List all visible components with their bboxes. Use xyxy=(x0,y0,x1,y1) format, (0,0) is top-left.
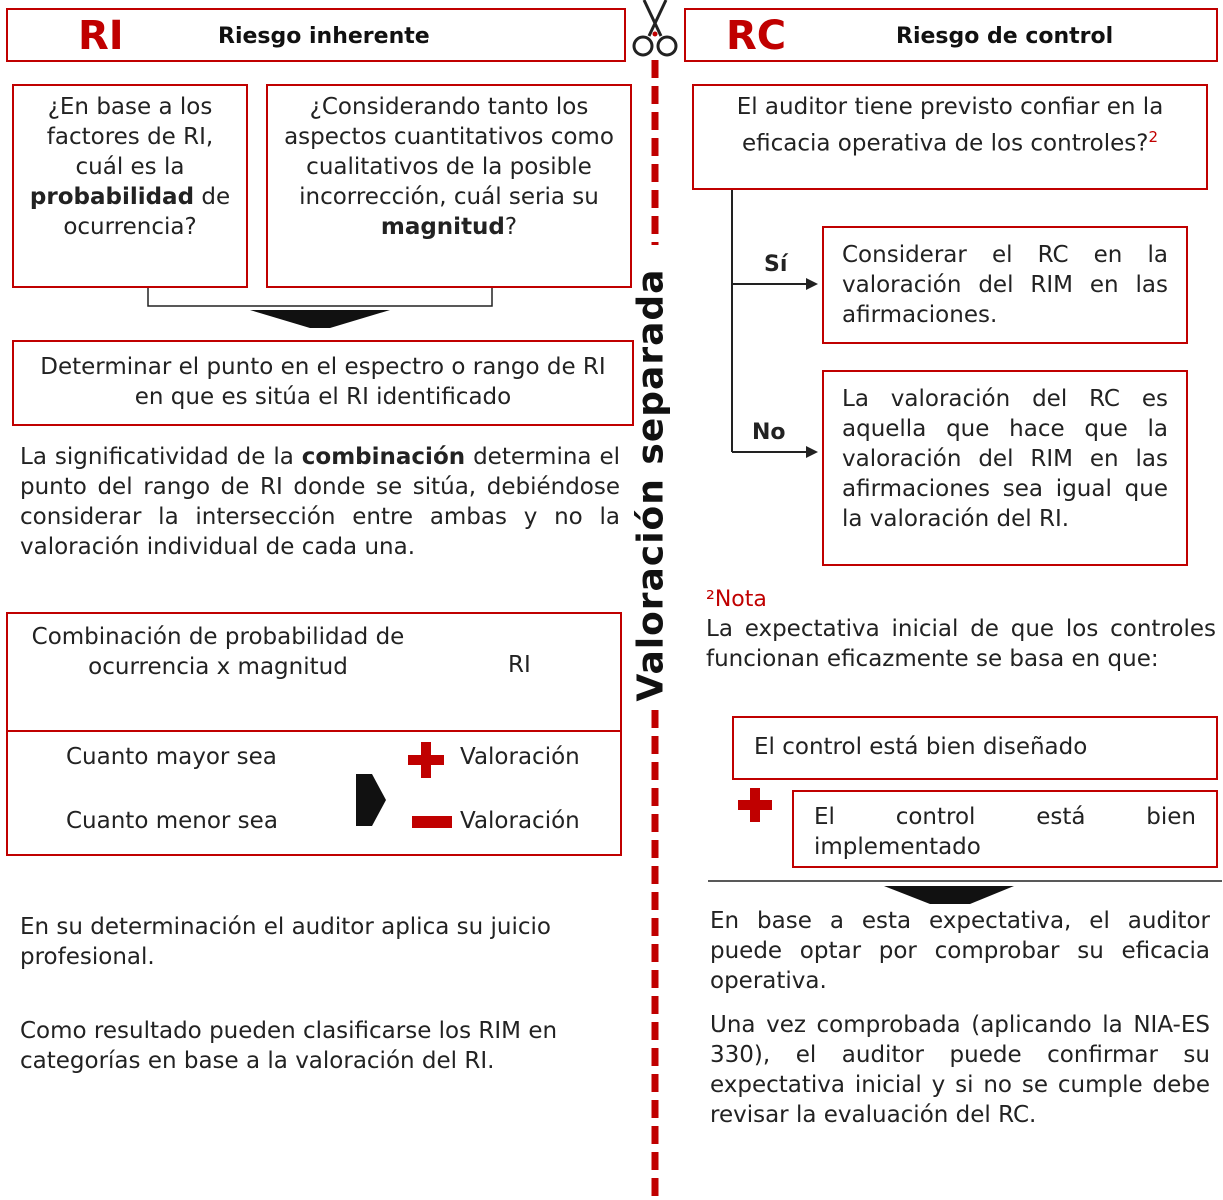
judgement-text: En su determinación el auditor aplica su… xyxy=(20,914,551,970)
minus-icon xyxy=(412,816,452,828)
table-divider xyxy=(8,730,620,732)
rc-abbr: RC xyxy=(726,13,787,59)
row1-right: Valoración xyxy=(460,744,580,770)
plus-icon xyxy=(408,742,444,778)
note-box-implemented: El control está bien implementado xyxy=(792,790,1218,868)
yes-box: Considerar el RC en la valoración del RI… xyxy=(822,226,1188,344)
ri-table: Combinación de probabilidad de ocurrenci… xyxy=(6,612,622,856)
confirmation-text: Una vez comprobada (aplicando la NIA-ES … xyxy=(710,1012,1210,1128)
row1-left: Cuanto mayor sea xyxy=(66,744,277,770)
no-label: No xyxy=(752,420,786,445)
ri-abbr: RI xyxy=(78,13,124,59)
note-text: La expectativa inicial de que los contro… xyxy=(706,616,1216,672)
rc-title: Riesgo de control xyxy=(896,24,1114,49)
note-box-designed: El control está bien diseñado xyxy=(732,716,1218,780)
yes-label: Sí xyxy=(764,252,788,277)
ri-title: Riesgo inherente xyxy=(218,24,430,49)
plus-icon xyxy=(738,788,772,822)
note-label: ²Nota xyxy=(706,587,767,612)
branch-connector xyxy=(731,190,818,458)
row2-left: Cuanto menor sea xyxy=(66,808,278,834)
scissors-icon xyxy=(632,0,678,57)
no-box: La valoración del RC es aquella que hace… xyxy=(822,370,1188,566)
expectation-text: En base a esta expectativa, el auditor p… xyxy=(710,908,1210,994)
magnitude-question: ¿Considerando tanto los aspectos cuantit… xyxy=(266,84,632,288)
table-head-left: Combinación de probabilidad de ocurrenci… xyxy=(31,624,405,680)
probability-question: ¿En base a los factores de RI, cuál es l… xyxy=(12,84,248,288)
merge-bracket xyxy=(147,288,493,328)
significance-text: La significatividad de la combinación de… xyxy=(20,444,620,560)
table-head-right: RI xyxy=(508,652,531,678)
rc-header: RC Riesgo de control xyxy=(684,8,1218,62)
result-text: Como resultado pueden clasificarse los R… xyxy=(20,1018,558,1074)
divider-line xyxy=(651,60,659,1200)
divider-label: Valoración separada xyxy=(630,268,672,702)
direction-arrow-icon xyxy=(356,774,386,826)
summary-connector xyxy=(708,880,1222,904)
confidence-question: El auditor tiene previsto confiar en la … xyxy=(692,84,1208,190)
ri-header: RI Riesgo inherente xyxy=(6,8,626,62)
row2-right: Valoración xyxy=(460,808,580,834)
determine-box: Determinar el punto en el espectro o ran… xyxy=(12,340,634,426)
